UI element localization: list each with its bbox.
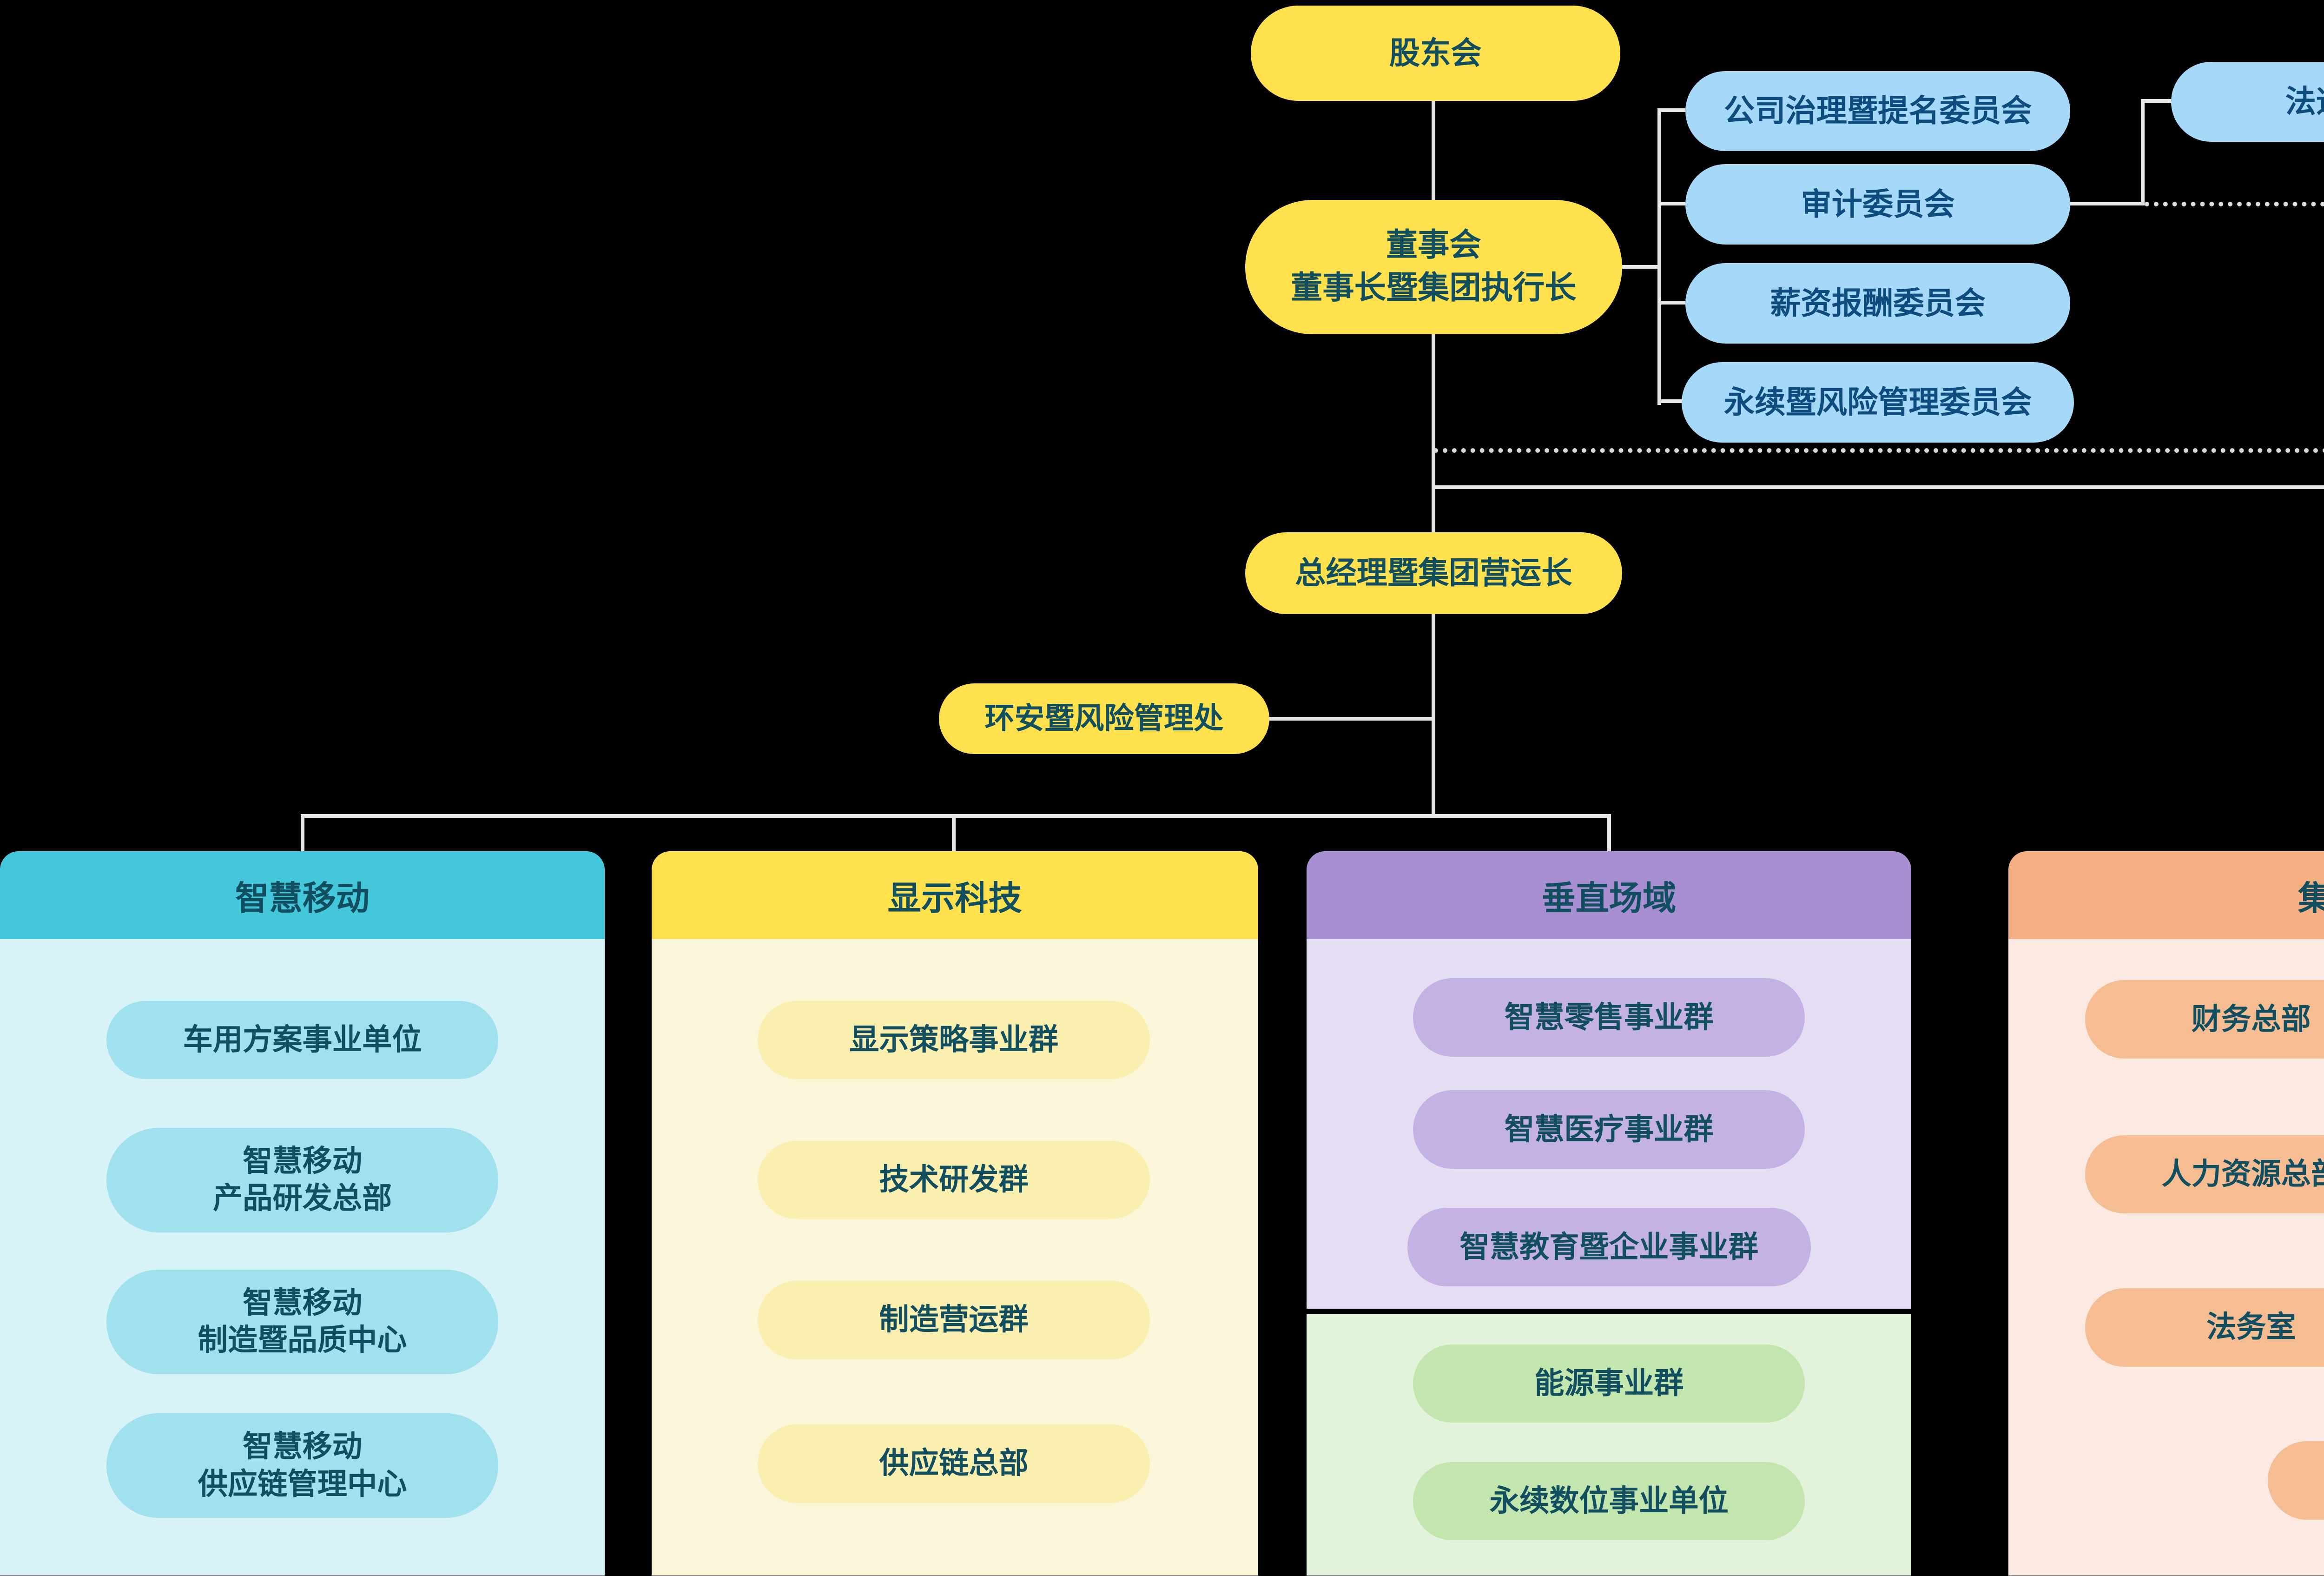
division-item: 财务总部 — [2085, 980, 2324, 1059]
connector-shareholders-board — [1432, 100, 1436, 200]
connector-audit-compliance-v — [2141, 99, 2145, 205]
dotted-audit-right — [2145, 201, 2324, 208]
division-item: 能源事业群 — [1413, 1344, 1805, 1423]
division-item: 供应链总部 — [758, 1424, 1150, 1503]
node-compliance-advisor: 法遵总顾问 — [2171, 61, 2324, 142]
division-group-support-title: 集团营运支援单位 — [2008, 851, 2324, 940]
node-committee-governance: 公司治理暨提名委员会 — [1685, 71, 2070, 152]
division-item: 人力资源总部 — [2085, 1135, 2324, 1214]
division-item: 智慧零售事业群 — [1413, 978, 1805, 1057]
connector-committee-stub-2 — [1657, 201, 1686, 205]
dotted-compliance-to-trunk — [1433, 448, 2324, 454]
division-item: 智慧移动 制造暨品质中心 — [106, 1269, 499, 1374]
node-committee-compensation: 薪资报酬委员会 — [1685, 263, 2070, 344]
node-committee-sustainability-risk: 永续暨风险管理委员会 — [1682, 362, 2074, 443]
node-board: 董事会 董事长暨集团执行长 — [1245, 199, 1622, 334]
division-display-tech: 显示科技 显示策略事业群 技术研发群 制造营运群 供应链总部 — [651, 851, 1258, 1576]
division-group-support: 集团营运支援单位 财务总部 数位技术发展总部 人力资源总部 永续发展总部 法务室… — [2008, 851, 2324, 1576]
division-item-audit-office: 稽核管理处 — [2268, 1441, 2324, 1520]
connector-audit-compliance-h — [2070, 201, 2145, 205]
connector-stub-mobility — [300, 814, 304, 852]
division-vertical-solutions: 垂直场域 智慧零售事业群 智慧医疗事业群 智慧教育暨企业事业群 — [1307, 851, 1912, 1309]
connector-president-trunk — [1432, 614, 1436, 818]
connector-board-bracket — [1622, 265, 1662, 269]
division-smart-mobility: 智慧移动 车用方案事业单位 智慧移动 产品研发总部 智慧移动 制造暨品质中心 智… — [0, 851, 605, 1576]
division-item: 智慧教育暨企业事业群 — [1407, 1208, 1811, 1286]
connector-stub-display — [952, 814, 956, 852]
division-smart-mobility-title: 智慧移动 — [0, 851, 605, 940]
division-item: 车用方案事业单位 — [106, 1000, 499, 1079]
connector-stub-vertical — [1607, 814, 1611, 852]
division-item: 制造营运群 — [758, 1280, 1150, 1359]
connector-audit-compliance-h2 — [2141, 99, 2171, 103]
node-shareholders: 股东会 — [1250, 6, 1620, 101]
node-committee-audit: 审计委员会 — [1685, 164, 2070, 245]
connector-committee-stub-3 — [1657, 300, 1686, 305]
division-item: 智慧医疗事业群 — [1413, 1090, 1805, 1169]
division-item: 永续数位事业单位 — [1413, 1462, 1805, 1541]
division-item: 显示策略事业群 — [758, 1000, 1150, 1079]
division-item: 法务室 — [2085, 1288, 2324, 1367]
division-display-tech-title: 显示科技 — [651, 851, 1258, 940]
connector-ehs-trunk — [1269, 717, 1432, 721]
connector-committee-stub-4 — [1657, 399, 1686, 404]
connector-committee-stub-1 — [1657, 108, 1686, 112]
connector-committee-bracket — [1657, 108, 1662, 405]
node-ehs-risk-office: 环安暨风险管理处 — [939, 683, 1269, 755]
division-item: 技术研发群 — [758, 1140, 1150, 1219]
division-item: 智慧移动 供应链管理中心 — [106, 1413, 499, 1518]
division-item: 智慧移动 产品研发总部 — [106, 1127, 499, 1232]
connector-board-president — [1432, 334, 1436, 532]
connector-support-branch-h — [1432, 485, 2324, 490]
node-president: 总经理暨集团营运长 — [1245, 532, 1622, 615]
division-energy-section: 能源事业群 永续数位事业单位 — [1307, 1314, 1912, 1576]
division-vertical-solutions-title: 垂直场域 — [1307, 851, 1912, 940]
